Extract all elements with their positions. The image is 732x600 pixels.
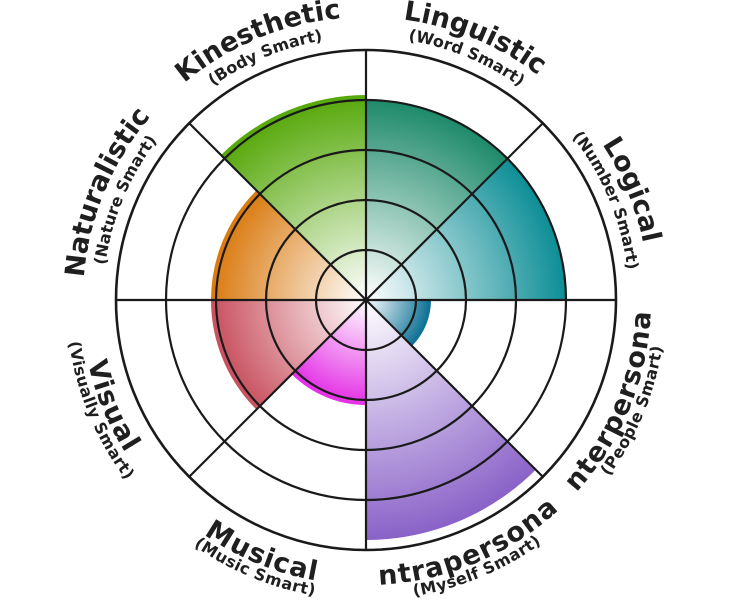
wedges-layer — [211, 95, 566, 540]
wedge-visual — [211, 300, 366, 410]
grid-spoke-1 — [365, 122, 544, 301]
wedge-logical — [366, 158, 566, 300]
grid-spoke-5 — [188, 299, 367, 478]
grid-spoke-7 — [188, 122, 367, 301]
wedge-musical — [291, 300, 366, 405]
grid-layer — [114, 48, 618, 552]
wedge-linguistic — [366, 100, 508, 300]
grid-spoke-3 — [365, 299, 544, 478]
wedge-intrapersonal — [366, 300, 536, 540]
wedge-naturalistic — [211, 190, 366, 300]
wedge-kinesthetic — [221, 95, 366, 300]
